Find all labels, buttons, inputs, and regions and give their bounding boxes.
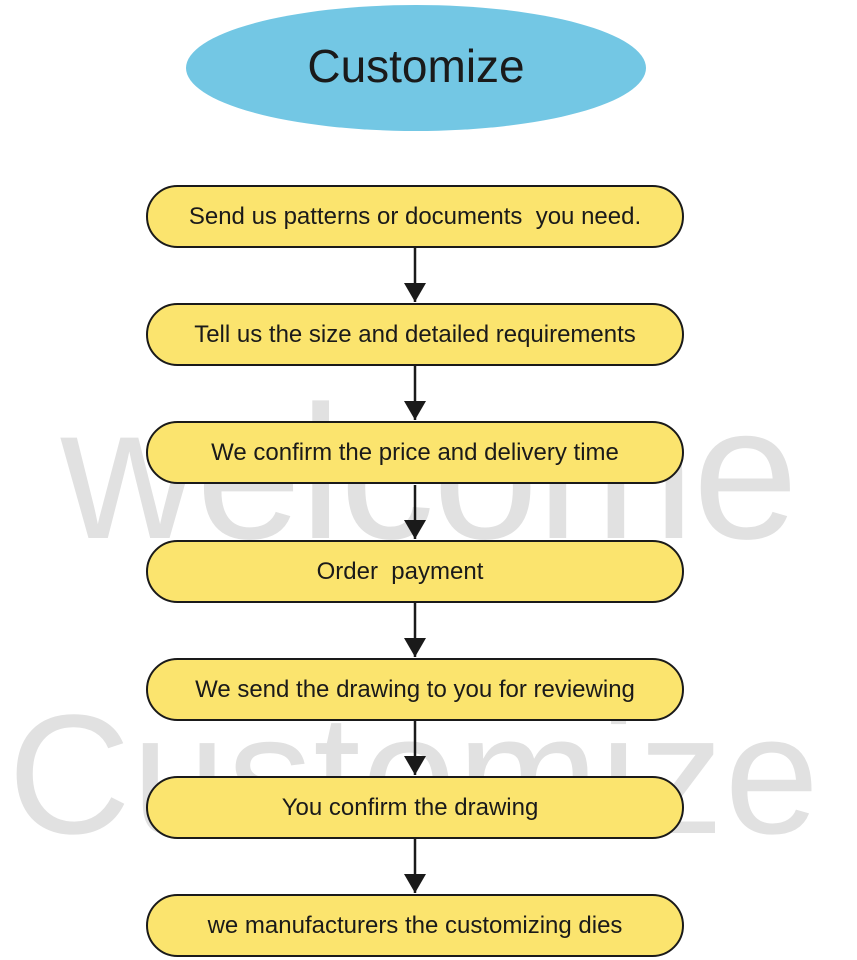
step-order-payment: Order payment (146, 540, 684, 603)
step-label: Order payment (316, 557, 484, 585)
title-text: Customize (307, 40, 525, 92)
step-label: we manufacturers the customizing dies (207, 911, 623, 939)
arrowhead-3-4 (404, 520, 426, 539)
step-tell-size: Tell us the size and detailed requiremen… (146, 303, 684, 366)
arrowhead-4-5 (404, 638, 426, 657)
step-send-drawing: We send the drawing to you for reviewing (146, 658, 684, 721)
step-label: Send us patterns or documents you need. (188, 202, 642, 230)
step-label: We send the drawing to you for reviewing (195, 675, 635, 703)
step-label: You confirm the drawing (281, 793, 539, 821)
arrowhead-6-7 (404, 874, 426, 893)
step-confirm-drawing: You confirm the drawing (146, 776, 684, 839)
arrowhead-2-3 (404, 401, 426, 420)
title-ellipse: Customize (186, 5, 646, 131)
step-send-patterns: Send us patterns or documents you need. (146, 185, 684, 248)
arrowhead-5-6 (404, 756, 426, 775)
step-label: We confirm the price and delivery time (211, 438, 619, 466)
step-label: Tell us the size and detailed requiremen… (194, 320, 636, 348)
arrowhead-1-2 (404, 283, 426, 302)
step-confirm-price: We confirm the price and delivery time (146, 421, 684, 484)
step-manufacture: we manufacturers the customizing dies (146, 894, 684, 957)
